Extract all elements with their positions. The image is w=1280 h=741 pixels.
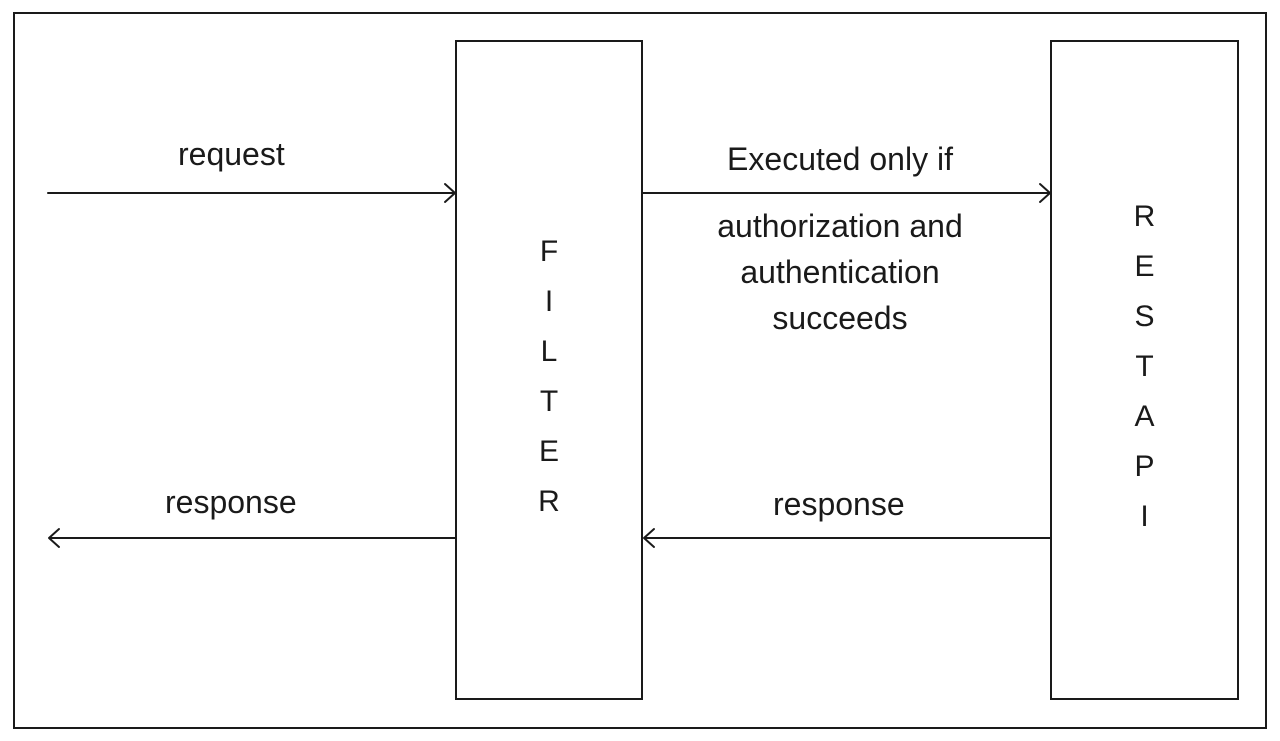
filter-box: F I L T E R	[455, 40, 643, 700]
condition-text: authorization and authentication succeed…	[690, 203, 990, 341]
rest-api-letter: A	[1134, 400, 1155, 433]
filter-letter: T	[539, 385, 559, 418]
filter-letter: L	[540, 335, 558, 368]
rest-api-label: R E S T A P I	[1052, 192, 1237, 542]
rest-api-letter: P	[1134, 450, 1155, 483]
rest-api-letter: T	[1135, 350, 1154, 383]
rest-api-letter: E	[1134, 250, 1155, 283]
rest-api-letter: S	[1134, 300, 1155, 333]
filter-label: F I L T E R	[457, 227, 641, 527]
rest-api-letter: R	[1133, 200, 1156, 233]
condition-line: authorization and	[717, 208, 963, 244]
filter-letter: E	[538, 435, 559, 468]
condition-line: succeeds	[772, 300, 908, 336]
api-response-label: response	[773, 486, 905, 522]
diagram-frame	[13, 12, 1267, 729]
rest-api-box: R E S T A P I	[1050, 40, 1239, 700]
request-label: request	[178, 136, 285, 172]
condition-line: authentication	[740, 254, 940, 290]
client-response-label: response	[165, 484, 297, 520]
filter-letter: F	[539, 235, 559, 268]
filter-letter: R	[538, 485, 560, 518]
condition-heading: Executed only if	[727, 141, 953, 177]
rest-api-letter: I	[1140, 500, 1149, 533]
filter-letter: I	[544, 285, 554, 318]
